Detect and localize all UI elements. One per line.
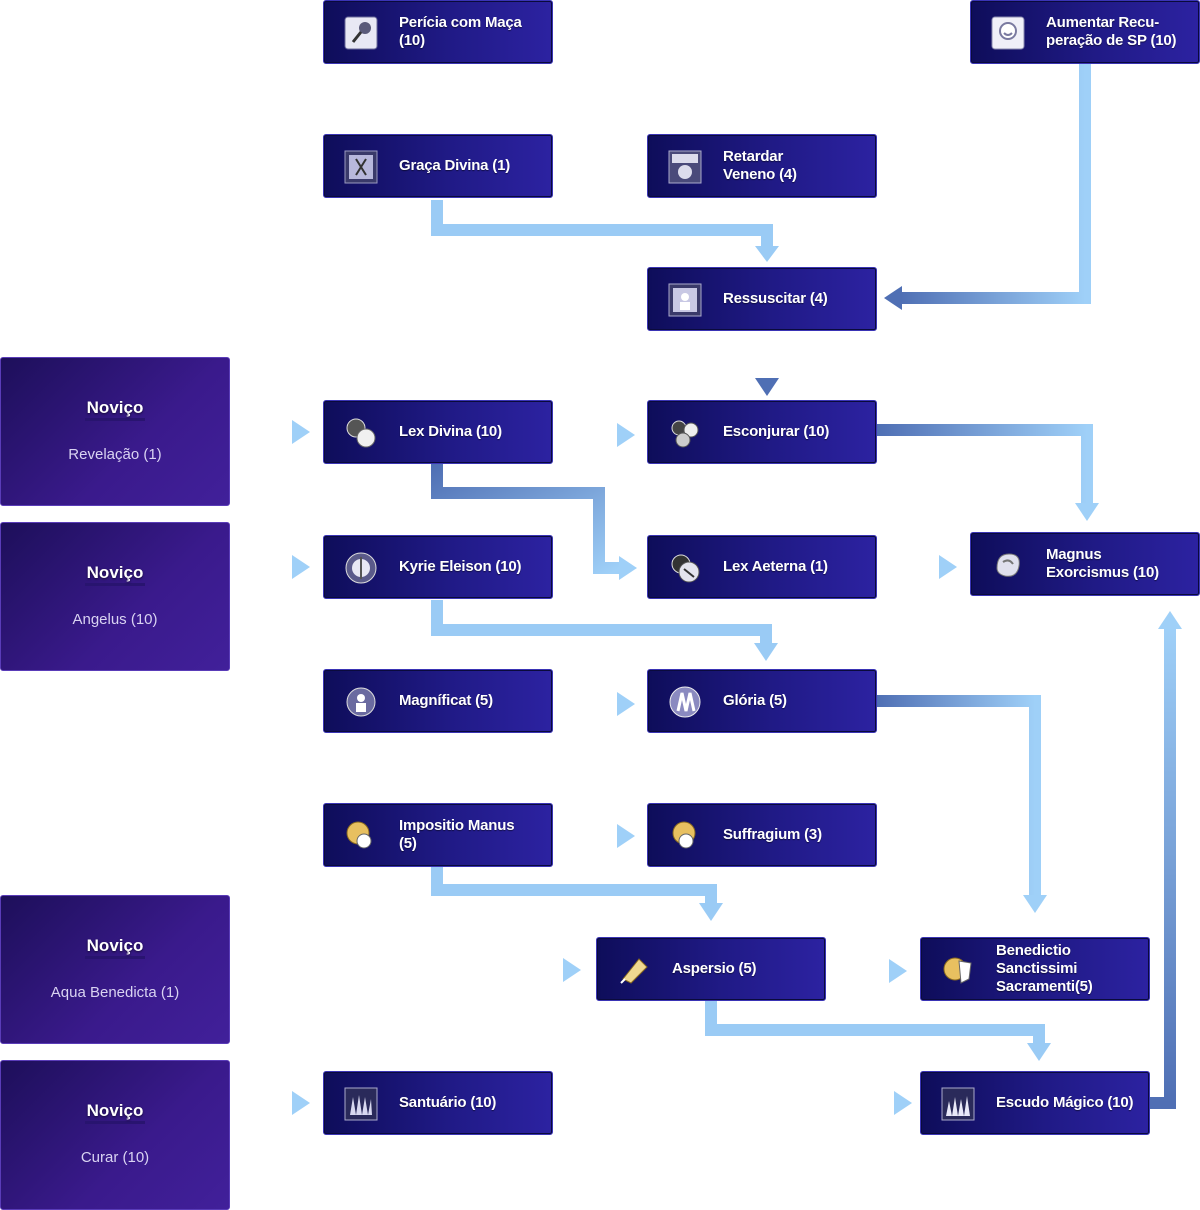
skill-retardar-veneno[interactable]: Retardar Veneno (4) — [647, 134, 877, 198]
sp-recovery-icon — [991, 16, 1025, 50]
suffragium-icon — [672, 821, 696, 849]
lex-divina-icon — [346, 418, 376, 448]
prerequisite-skill-label: Curar (10) — [80, 1149, 150, 1166]
resurrection-icon — [668, 283, 702, 317]
prerequisite-class-label: Noviço — [84, 1101, 146, 1124]
skill-aspersio[interactable]: Aspersio (5) — [596, 937, 826, 1001]
edge-aspersio-escudo — [705, 1000, 1045, 1045]
skill-aumentar-sp[interactable]: Aumentar Recu- peração de SP (10) — [970, 0, 1200, 64]
arrowhead — [939, 555, 957, 579]
stop-poison-icon — [668, 150, 702, 184]
magic-shield-icon — [941, 1087, 975, 1121]
skill-label: Perícia com Maça (10) — [399, 14, 522, 49]
arrowhead — [1158, 611, 1182, 629]
edge-kyrie-gloria — [431, 600, 772, 645]
skill-escudo-magico[interactable]: Escudo Mágico (10) — [920, 1071, 1150, 1135]
arrowhead — [755, 246, 779, 262]
skill-label: Lex Aeterna (1) — [723, 558, 828, 575]
skill-kyrie-eleison[interactable]: Kyrie Eleison (10) — [323, 535, 553, 599]
skill-label: Kyrie Eleison (10) — [399, 558, 522, 575]
skill-label: Aspersio (5) — [672, 960, 757, 977]
skill-label: Esconjurar (10) — [723, 423, 830, 440]
skill-esconjurar[interactable]: Esconjurar (10) — [647, 400, 877, 464]
edge-graca-ressuscitar — [431, 200, 773, 248]
arrowhead — [894, 1091, 912, 1115]
arrowhead — [1075, 503, 1099, 521]
edge-impositio-aspersio — [431, 867, 717, 905]
skill-suffragium[interactable]: Suffragium (3) — [647, 803, 877, 867]
skill-label: Glória (5) — [723, 692, 787, 709]
arrowhead — [292, 555, 310, 579]
arrowhead — [617, 824, 635, 848]
prerequisite-curar[interactable]: Noviço Curar (10) — [0, 1060, 230, 1210]
prerequisite-class-label: Noviço — [84, 398, 146, 421]
skill-label: Escudo Mágico (10) — [996, 1094, 1134, 1111]
arrowhead — [755, 378, 779, 396]
skill-gloria[interactable]: Glória (5) — [647, 669, 877, 733]
edge-esconjurar-magnus — [877, 424, 1093, 505]
skill-label: Lex Divina (10) — [399, 423, 502, 440]
arrowhead — [1023, 895, 1047, 913]
arrowhead — [563, 958, 581, 982]
arrowhead — [292, 420, 310, 444]
sanctuary-icon — [344, 1087, 378, 1121]
edge-gloria-benedictio — [877, 695, 1041, 897]
prerequisite-revelacao[interactable]: Noviço Revelação (1) — [0, 357, 230, 506]
benedictio-icon — [943, 957, 972, 984]
skill-santuario[interactable]: Santuário (10) — [323, 1071, 553, 1135]
kyrie-shield-icon — [345, 552, 377, 584]
skill-magnificat[interactable]: Magníficat (5) — [323, 669, 553, 733]
skill-impositio-manus[interactable]: Impositio Manus (5) — [323, 803, 553, 867]
skill-lex-divina[interactable]: Lex Divina (10) — [323, 400, 553, 464]
skill-label: Graça Divina (1) — [399, 157, 511, 174]
skill-label: Retardar Veneno (4) — [723, 148, 797, 183]
skill-label: Suffragium (3) — [723, 826, 822, 843]
skill-label: Aumentar Recu- peração de SP (10) — [1046, 14, 1177, 49]
prerequisite-skill-label: Revelação (1) — [68, 446, 162, 463]
prerequisite-aqua-benedicta[interactable]: Noviço Aqua Benedicta (1) — [0, 895, 230, 1044]
edge-lexdivina-lexaeterna — [431, 463, 620, 574]
gloria-icon — [669, 686, 701, 718]
skill-lex-aeterna[interactable]: Lex Aeterna (1) — [647, 535, 877, 599]
skill-label: Impositio Manus (5) — [399, 817, 515, 852]
skill-benedictio[interactable]: Benedictio Sanctissimi Sacramenti(5) — [920, 937, 1150, 1001]
arrowhead — [619, 556, 637, 580]
skill-label: Magníficat (5) — [399, 692, 493, 709]
arrowhead — [617, 423, 635, 447]
arrowhead — [292, 1091, 310, 1115]
lex-aeterna-icon — [671, 554, 700, 583]
arrowhead — [1027, 1043, 1051, 1061]
skill-graca-divina[interactable]: Graça Divina (1) — [323, 134, 553, 198]
skill-label: Santuário (10) — [399, 1094, 497, 1111]
edge-sp-ressuscitar — [900, 64, 1091, 304]
prerequisite-class-label: Noviço — [84, 563, 146, 586]
prerequisite-class-label: Noviço — [84, 936, 146, 959]
prerequisite-angelus[interactable]: Noviço Angelus (10) — [0, 522, 230, 671]
exorcise-icon — [671, 420, 699, 448]
edge-escudo-magnus — [1150, 627, 1176, 1109]
magnus-icon — [996, 553, 1020, 577]
skill-ressuscitar[interactable]: Ressuscitar (4) — [647, 267, 877, 331]
skill-magnus-exorcismus[interactable]: Magnus Exorcismus (10) — [970, 532, 1200, 596]
skill-label: Magnus Exorcismus (10) — [1046, 546, 1159, 581]
arrowhead — [884, 286, 902, 310]
mace-icon — [344, 16, 378, 50]
aspersio-icon — [620, 958, 648, 984]
skill-label: Benedictio Sanctissimi Sacramenti(5) — [996, 942, 1093, 995]
prerequisite-skill-label: Angelus (10) — [72, 611, 158, 628]
arrowhead — [754, 643, 778, 661]
impositio-icon — [346, 821, 372, 849]
arrowhead — [617, 692, 635, 716]
prerequisite-skill-label: Aqua Benedicta (1) — [50, 984, 180, 1001]
arrowhead — [699, 903, 723, 921]
skill-pericia-maca[interactable]: Perícia com Maça (10) — [323, 0, 553, 64]
magnificat-icon — [346, 687, 376, 717]
divine-grace-icon — [344, 150, 378, 184]
skill-label: Ressuscitar (4) — [723, 290, 828, 307]
arrowhead — [889, 959, 907, 983]
